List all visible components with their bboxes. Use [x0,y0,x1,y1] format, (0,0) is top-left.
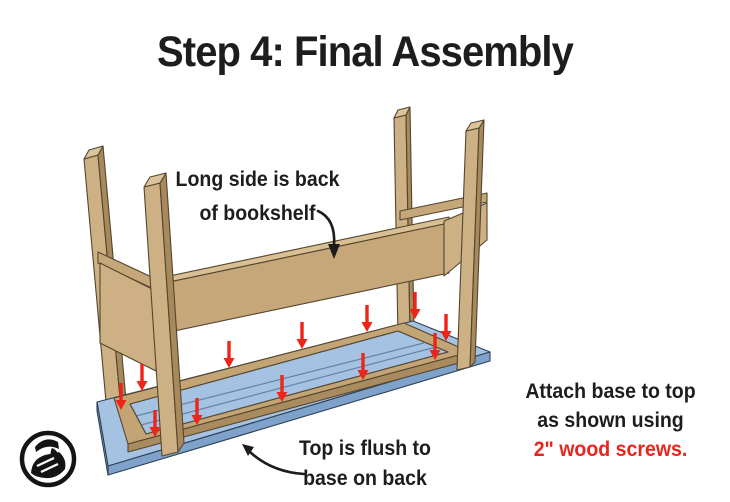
annotation-flush-line2: base on back [303,467,427,490]
page-title: Step 4: Final Assembly [157,28,574,76]
annotation-flush-line1: Top is flush to [298,437,432,460]
front-right-leg [456,119,485,371]
callout-arrow-base-edge [242,444,306,476]
annotation-attach-line2: as shown using [537,409,684,432]
annotation-attach: Attach base to top as shown using 2" woo… [515,377,706,464]
annotation-attach-line1: Attach base to top [525,380,696,403]
annotation-back-side-line2: of bookshelf [199,202,316,225]
annotation-back-side: Long side is back of bookshelf [158,163,358,231]
annotation-attach-highlight: 2" wood screws. [533,438,688,461]
annotation-flush: Top is flush to base on back [272,434,458,494]
screw-location-arrows [115,292,452,437]
front-left-leg [143,172,185,457]
left-side-panel [97,251,159,372]
brand-logo [19,430,77,488]
annotation-back-side-line1: Long side is back [175,168,340,191]
callout-arrow-back-board [316,209,340,259]
back-right-leg [393,106,415,338]
